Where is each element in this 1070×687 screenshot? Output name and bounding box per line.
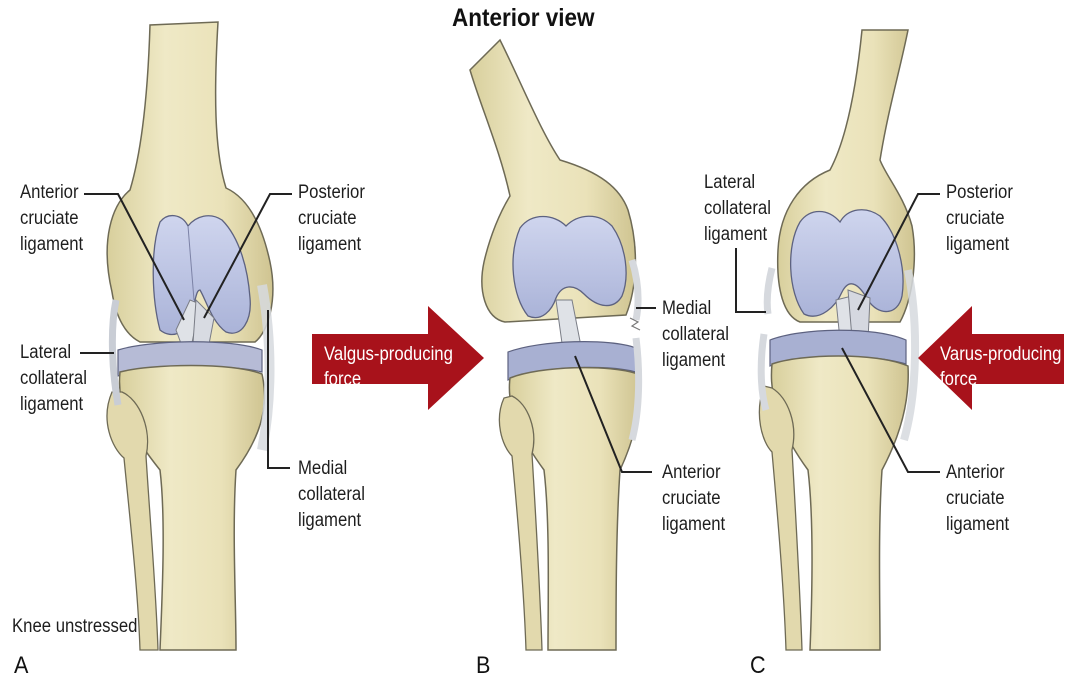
leader-lcl-c: [736, 248, 766, 312]
panel-letter-b: B: [476, 652, 490, 680]
lcl-torn-upper-c: [767, 268, 772, 314]
lcl-torn-lower-c: [761, 334, 766, 410]
knee-c: [736, 30, 1064, 650]
figure-title: Anterior view: [452, 4, 595, 33]
panel-letter-a: A: [14, 652, 28, 680]
caption-knee-unstressed: Knee unstressed: [12, 614, 137, 640]
knee-a: [80, 22, 292, 650]
panel-letter-c: C: [750, 652, 766, 680]
